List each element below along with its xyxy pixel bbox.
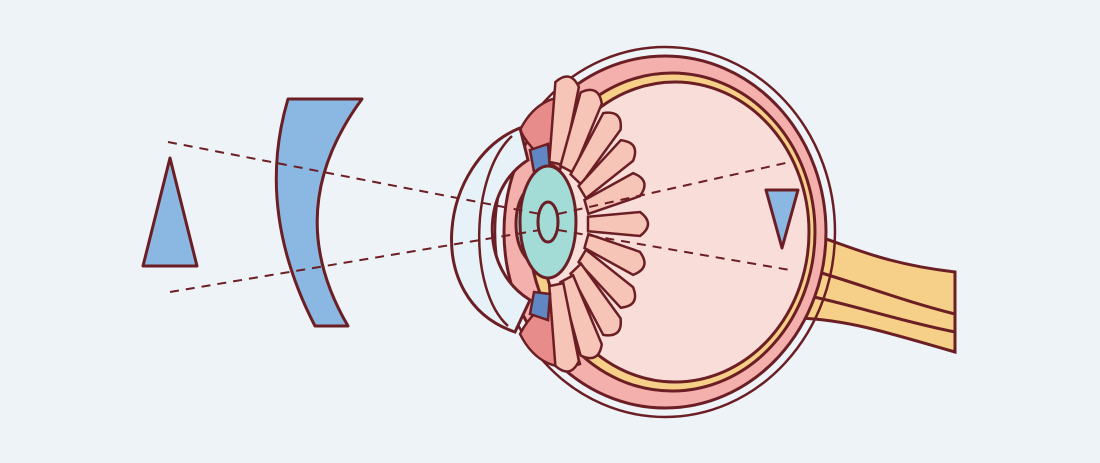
ciliary-petal — [569, 261, 623, 337]
ciliary-petal — [577, 247, 637, 310]
sclera-outer-line — [493, 45, 837, 419]
ciliary-petal — [577, 138, 637, 201]
concave-lens — [274, 97, 364, 328]
ciliary-petal — [558, 273, 604, 360]
ray-bottom — [169, 229, 541, 293]
ciliary-petal — [547, 281, 581, 373]
light-rays — [167, 141, 791, 293]
ray-bottom-inside — [557, 229, 791, 271]
retinal-image — [764, 188, 800, 250]
pupil — [536, 200, 560, 244]
ciliary-petal — [558, 88, 604, 175]
ciliary-petal — [586, 210, 650, 238]
ray-top-inside — [557, 161, 791, 215]
ciliary-petal — [547, 75, 581, 167]
ciliary-petal — [582, 232, 646, 277]
ciliary-petal — [569, 111, 623, 187]
ciliary-body — [547, 75, 650, 373]
cornea — [450, 125, 532, 334]
lens — [514, 164, 578, 280]
object-triangle — [141, 156, 199, 268]
